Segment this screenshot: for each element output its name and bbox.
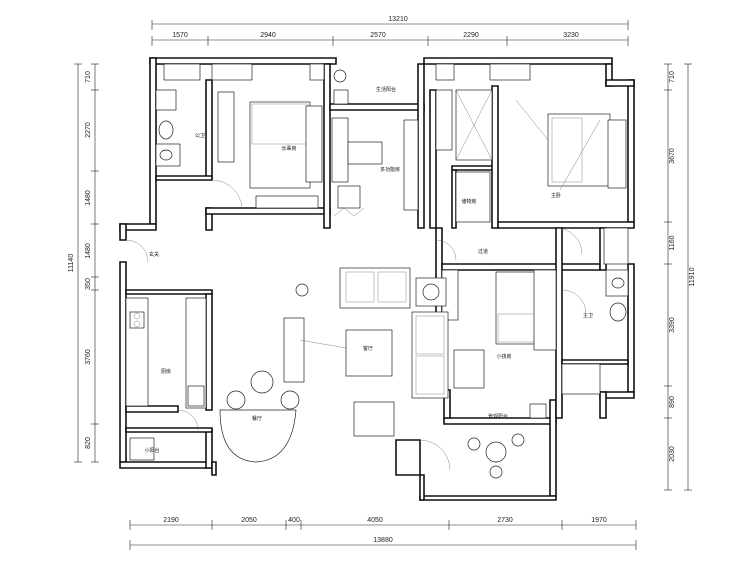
bottom-dim-3: 400 bbox=[288, 517, 300, 524]
leader-lines bbox=[299, 99, 601, 349]
top-total-dim: 13210 bbox=[388, 16, 408, 23]
top-dimensions: 13210 1570 2940 2570 2290 3230 bbox=[151, 16, 629, 46]
doors bbox=[125, 179, 587, 471]
left-dim-6: 3760 bbox=[85, 349, 92, 365]
label-master-bath: 主卫 bbox=[583, 312, 593, 319]
bottom-total-dim: 13880 bbox=[373, 537, 393, 544]
label-kids-room: 小孩房 bbox=[496, 353, 511, 360]
bottom-dim-4: 4050 bbox=[367, 517, 383, 524]
left-dim-5: 350 bbox=[85, 278, 92, 290]
bottom-dim-6: 1970 bbox=[591, 517, 607, 524]
left-total-dim: 11140 bbox=[68, 254, 75, 273]
right-dim-2: 3670 bbox=[669, 148, 676, 164]
tv-console-icon bbox=[283, 317, 305, 383]
bottom-dimensions: 2190 2050 400 4050 2730 1970 13880 bbox=[129, 517, 637, 550]
washer-icon bbox=[333, 69, 347, 83]
dining-table-icon bbox=[219, 409, 297, 463]
bathtub-icon bbox=[561, 363, 601, 395]
label-storage: 储物房 bbox=[461, 198, 476, 205]
bottom-dim-2: 2050 bbox=[241, 517, 257, 524]
left-dim-3: 1480 bbox=[85, 190, 92, 206]
right-dim-1: 710 bbox=[669, 71, 676, 83]
label-multi-room: 多功能房 bbox=[380, 166, 400, 173]
top-dim-2: 2940 bbox=[260, 32, 276, 39]
label-utility-balcony: 生活阳台 bbox=[376, 86, 396, 93]
label-elder-room: 长辈房 bbox=[281, 145, 296, 152]
right-dim-4: 3390 bbox=[669, 317, 676, 333]
label-dining-room: 餐厅 bbox=[252, 415, 262, 422]
top-dim-4: 2290 bbox=[463, 32, 479, 39]
right-dimensions: 710 3670 1160 3390 890 2030 11910 bbox=[664, 63, 696, 491]
left-dim-2: 2270 bbox=[85, 122, 92, 138]
master-bed-icon bbox=[547, 113, 611, 187]
fixtures bbox=[125, 63, 629, 479]
left-dim-1: 710 bbox=[85, 71, 92, 83]
bottom-dim-1: 2190 bbox=[163, 517, 179, 524]
left-dim-7: 820 bbox=[85, 437, 92, 449]
left-dim-4: 1480 bbox=[85, 243, 92, 259]
label-entrance: 玄关 bbox=[149, 251, 159, 258]
sink-icon bbox=[159, 149, 173, 161]
label-small-balcony: 小阳台 bbox=[144, 447, 159, 454]
label-master-bedroom: 主卧 bbox=[551, 192, 561, 199]
bottom-dim-5: 2730 bbox=[497, 517, 513, 524]
top-dim-5: 3230 bbox=[563, 32, 579, 39]
right-dim-3: 1160 bbox=[669, 235, 676, 250]
label-view-balcony: 景观阳台 bbox=[488, 413, 508, 420]
bed-icon bbox=[249, 101, 311, 189]
walls bbox=[119, 57, 635, 501]
round-table-icon bbox=[485, 441, 507, 463]
label-kitchen: 厨房 bbox=[161, 368, 171, 375]
coffee-table-icon bbox=[345, 329, 393, 377]
sofa-side-icon bbox=[411, 311, 449, 399]
right-dim-6: 2030 bbox=[669, 446, 676, 462]
sofa-icon bbox=[339, 267, 411, 309]
toilet-icon bbox=[158, 120, 174, 140]
label-public-bath: 公卫 bbox=[195, 133, 205, 139]
top-dim-3: 2570 bbox=[370, 32, 386, 39]
room-labels: 公卫 长辈房 生活阳台 多功能房 储物房 主卧 玄关 过道 厨房 客厅 小孩房 … bbox=[144, 86, 593, 454]
label-corridor: 过道 bbox=[478, 248, 488, 255]
interior-walls bbox=[125, 63, 635, 433]
label-living-room: 客厅 bbox=[363, 345, 373, 352]
top-dim-1: 1570 bbox=[172, 32, 188, 39]
left-dimensions: 11140 710 2270 1480 1480 350 3760 820 bbox=[68, 63, 99, 463]
right-dim-5: 890 bbox=[669, 396, 676, 408]
right-total-dim: 11910 bbox=[689, 267, 696, 286]
